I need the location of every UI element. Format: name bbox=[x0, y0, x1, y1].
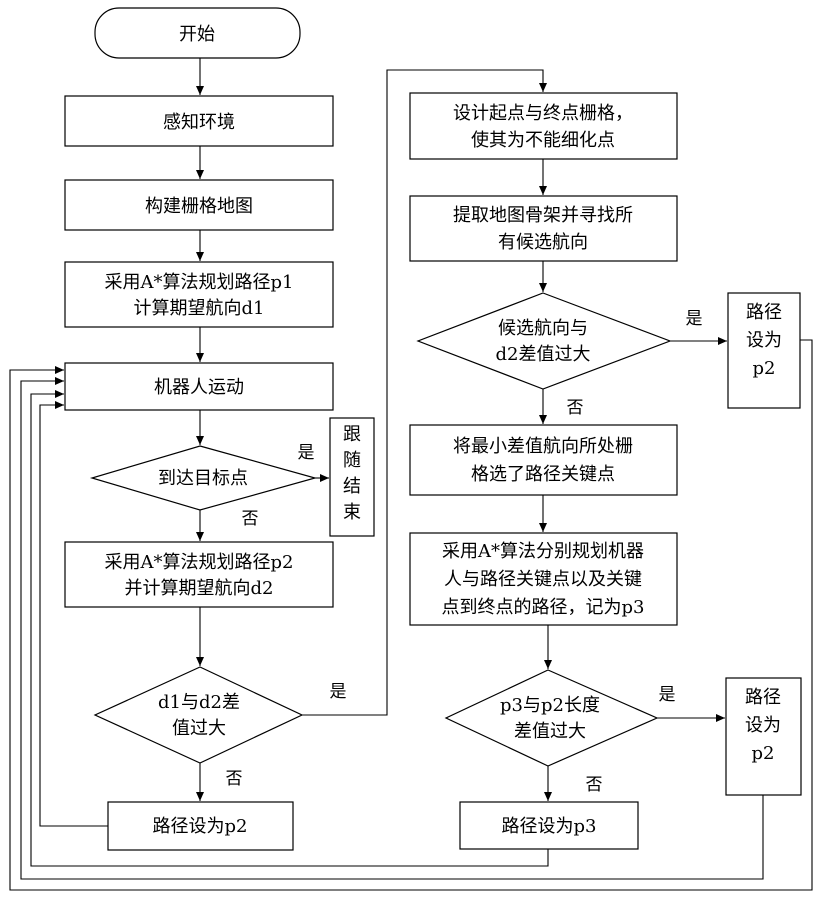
d1d2-yes-label: 是 bbox=[330, 682, 347, 702]
candidate-diff-line2: d2差值过大 bbox=[496, 344, 591, 365]
extract-skeleton-line2: 有候选航向 bbox=[498, 232, 588, 253]
p3-p2-line1: p3与p2长度 bbox=[500, 695, 600, 716]
start-label: 开始 bbox=[179, 24, 215, 45]
follow-end-char2: 随 bbox=[343, 450, 361, 471]
p3-p2-line2: 差值过大 bbox=[514, 721, 586, 742]
reach-yes-label: 是 bbox=[298, 443, 315, 463]
plan-p3-line1: 采用A*算法分别规划机器 bbox=[442, 541, 644, 562]
plan-p3-line2: 人与路径关键点以及关键 bbox=[444, 569, 642, 590]
d1-d2-decision bbox=[95, 667, 302, 763]
follow-end-char1: 跟 bbox=[343, 424, 361, 445]
p3-p2-decision bbox=[446, 670, 657, 766]
plan-p2-line2: 并计算期望航向d2 bbox=[125, 578, 274, 599]
select-key-line2: 格选了路径关键点 bbox=[471, 464, 615, 485]
p3-no-label: 否 bbox=[586, 775, 603, 795]
follow-end-char4: 束 bbox=[343, 502, 361, 523]
path-p2-left-label: 路径设为p2 bbox=[153, 816, 248, 837]
sense-label: 感知环境 bbox=[163, 112, 235, 133]
candidate-diff-decision bbox=[418, 293, 670, 389]
cand-yes-label: 是 bbox=[686, 309, 703, 329]
d1-d2-line2: 值过大 bbox=[172, 718, 226, 739]
design-grid-line1: 设计起点与终点栅格， bbox=[453, 103, 633, 124]
d1-d2-line1: d1与d2差 bbox=[158, 692, 240, 713]
plan-p3-line3: 点到终点的路径，记为p3 bbox=[442, 597, 645, 618]
build-map-label: 构建栅格地图 bbox=[145, 196, 253, 217]
candidate-diff-line1: 候选航向与 bbox=[498, 318, 588, 339]
path-p2-top-line1: 路径 bbox=[746, 302, 782, 323]
select-key-line1: 将最小差值航向所处栅 bbox=[453, 436, 633, 457]
path-p2-top-line2: 设为 bbox=[746, 330, 782, 351]
design-grid-line2: 使其为不能细化点 bbox=[471, 130, 615, 151]
reach-no-label: 否 bbox=[242, 509, 259, 529]
path-p2-top-line3: p2 bbox=[753, 358, 776, 379]
plan-p2-line1: 采用A*算法规划路径p2 bbox=[105, 552, 294, 573]
follow-end-char3: 结 bbox=[343, 476, 361, 497]
reach-target-label: 到达目标点 bbox=[158, 468, 248, 489]
robot-move-label: 机器人运动 bbox=[154, 377, 244, 398]
path-p2-right-line3: p2 bbox=[752, 743, 775, 764]
d1d2-no-label: 否 bbox=[226, 769, 243, 789]
p3-yes-label: 是 bbox=[659, 685, 676, 705]
extract-skeleton-line1: 提取地图骨架并寻找所 bbox=[453, 205, 633, 226]
path-p3-label: 路径设为p3 bbox=[502, 816, 597, 837]
plan-p1-line2: 计算期望航向d1 bbox=[134, 298, 265, 319]
path-p2-right-line1: 路径 bbox=[745, 687, 781, 708]
cand-no-label: 否 bbox=[567, 398, 584, 418]
plan-p1-line1: 采用A*算法规划路径p1 bbox=[105, 272, 294, 293]
path-p2-right-line2: 设为 bbox=[745, 715, 781, 736]
